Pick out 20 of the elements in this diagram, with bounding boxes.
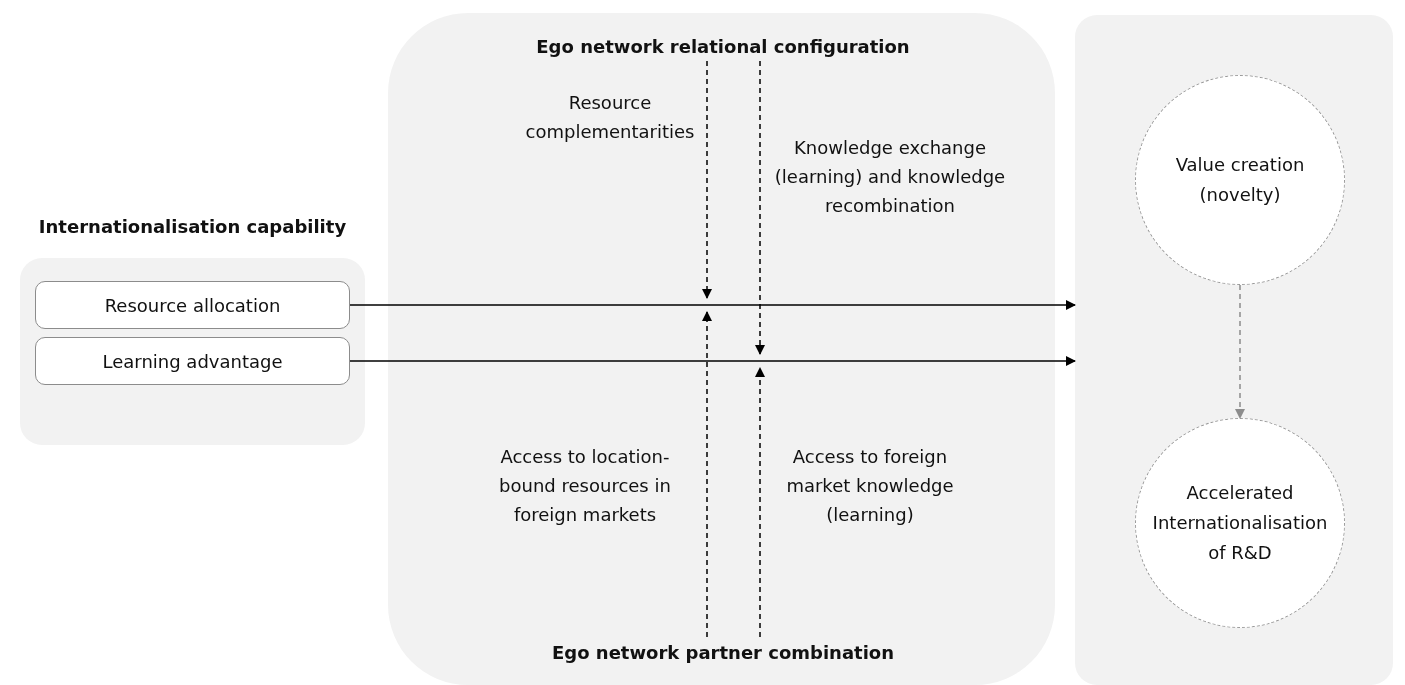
dashed-arrow <box>755 367 765 638</box>
heading: Ego network relational configuration <box>536 35 910 57</box>
dashed-arrow <box>755 60 765 355</box>
heading: Ego network partner combination <box>552 641 894 663</box>
group-panel <box>388 13 1055 685</box>
annotation-text: Access to location-bound resources in foreign markets <box>498 445 672 527</box>
dashed-arrow <box>702 60 712 299</box>
annotation-text: Resource complementarities <box>524 91 696 144</box>
node-label: Value creation (novelty) <box>1174 153 1306 207</box>
dashed-arrow <box>702 311 712 638</box>
annotation-text: Access to foreign market knowledge (learning) <box>785 445 955 527</box>
arrow <box>349 356 1076 366</box>
dashed-arrow <box>1235 284 1245 419</box>
process-box: Resource allocation <box>35 281 350 329</box>
group-title: Internationalisation capability <box>37 216 348 237</box>
process-box: Learning advantage <box>35 337 350 385</box>
annotation-text: Knowledge exchange (learning) and knowledge recombination <box>773 136 1007 218</box>
group-panel <box>1075 15 1393 685</box>
arrow <box>349 300 1076 310</box>
node-label: Accelerated Internationalisation of R&D <box>1151 481 1329 565</box>
